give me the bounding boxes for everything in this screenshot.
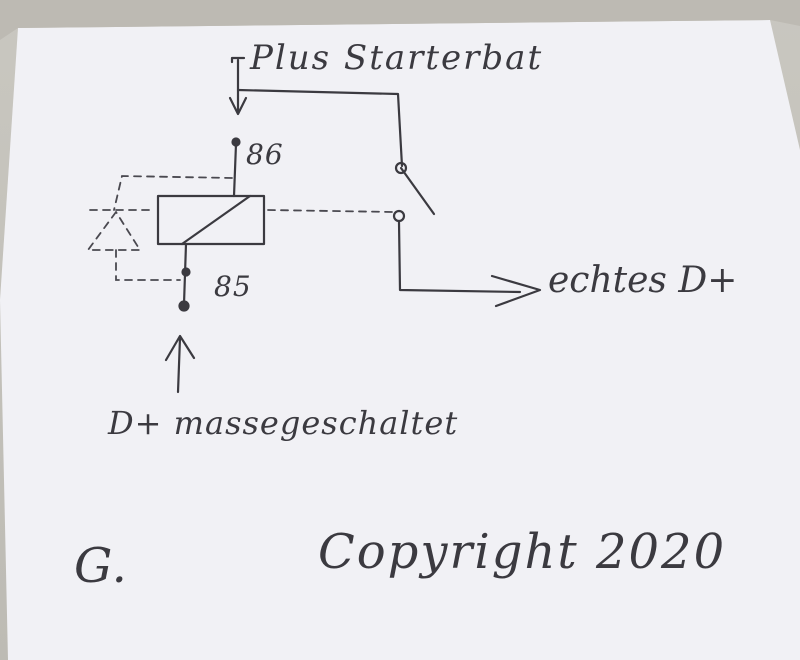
battery-wire [230,56,404,168]
suppressor-dashed [86,175,233,281]
paper-shadow [0,0,800,40]
input-arrow-icon [164,334,196,394]
terminal-86-label: 86 [246,138,284,171]
switch-contact-top [394,161,408,175]
relay-coil [156,194,266,246]
paper-sheet [0,20,800,660]
output-arrow-icon [490,274,542,308]
battery-label: Plus Starterbat [250,38,544,78]
terminal-85-end [178,300,190,312]
terminal-86-dot [231,137,241,147]
battery-arrow-icon [228,58,248,116]
output-label: echtes D+ [548,260,738,301]
output-wire [397,220,522,294]
linkage-dashed [267,209,395,213]
switch-blade [399,166,436,216]
relay-coil-diagonal [180,194,252,246]
author-initial: G. [74,538,128,594]
input-label: D+ massegeschaltet [108,404,459,442]
terminal-86-wire [232,142,238,198]
terminal-85-dot [181,267,191,277]
terminal-85-label: 85 [214,270,252,303]
copyright-label: Copyright 2020 [318,524,727,580]
